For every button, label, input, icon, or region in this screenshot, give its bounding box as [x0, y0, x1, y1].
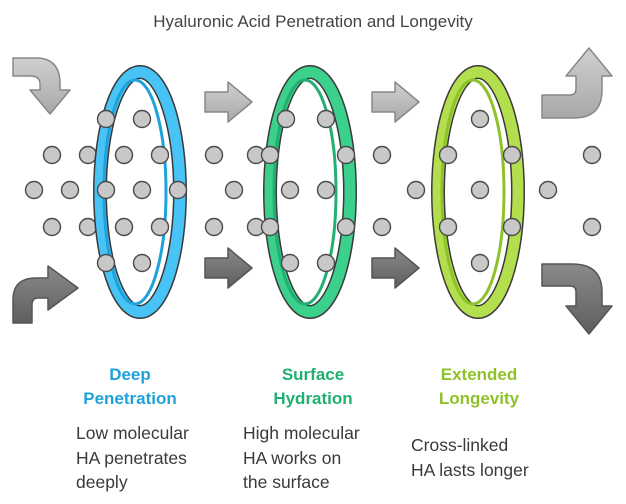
- molecule-dot-icon: [276, 109, 296, 129]
- molecule-dot-icon: [470, 180, 490, 200]
- curved-arrow-icon: [541, 263, 613, 335]
- molecule-dot-icon: [60, 180, 80, 200]
- molecule-dot-icon: [114, 145, 134, 165]
- stage-description-surface-hydration: High molecular HA works on the surface: [243, 423, 360, 492]
- molecule-dot-icon: [150, 145, 170, 165]
- molecule-dot-icon: [96, 109, 116, 129]
- molecule-dot-icon: [96, 253, 116, 273]
- ring-icon: [431, 65, 525, 319]
- molecule-dot-icon: [502, 217, 522, 237]
- molecule-dot-icon: [470, 109, 490, 129]
- stage-heading-surface-hydration: Surface Hydration: [273, 365, 353, 408]
- molecule-dot-icon: [204, 217, 224, 237]
- molecule-dot-icon: [406, 180, 426, 200]
- molecule-dot-icon: [316, 253, 336, 273]
- molecule-dot-icon: [336, 217, 356, 237]
- molecule-dot-icon: [132, 253, 152, 273]
- molecule-dot-icon: [168, 180, 188, 200]
- molecule-dot-icon: [280, 180, 300, 200]
- molecule-dot-icon: [438, 145, 458, 165]
- flow-arrow-icon: [204, 81, 253, 123]
- molecule-dot-icon: [538, 180, 558, 200]
- stage-description-extended-longevity: Cross-linked HA lasts longer: [411, 435, 529, 480]
- molecule-dot-icon: [114, 217, 134, 237]
- molecule-dot-icon: [150, 217, 170, 237]
- curved-arrow-icon: [541, 47, 613, 119]
- molecule-dot-icon: [470, 253, 490, 273]
- molecule-dot-icon: [582, 145, 602, 165]
- molecule-dot-icon: [372, 217, 392, 237]
- flow-arrow-icon: [204, 247, 253, 289]
- curved-arrow-icon: [12, 57, 71, 115]
- molecule-dot-icon: [372, 145, 392, 165]
- molecule-dot-icon: [336, 145, 356, 165]
- molecule-dot-icon: [280, 253, 300, 273]
- molecule-dot-icon: [438, 217, 458, 237]
- molecule-dot-icon: [42, 217, 62, 237]
- diagram-title: Hyaluronic Acid Penetration and Longevit…: [153, 12, 473, 31]
- molecule-dot-icon: [260, 145, 280, 165]
- molecule-dot-icon: [78, 217, 98, 237]
- molecule-dot-icon: [316, 109, 336, 129]
- molecule-dot-icon: [260, 217, 280, 237]
- molecule-dot-icon: [582, 217, 602, 237]
- molecule-dot-icon: [42, 145, 62, 165]
- flow-arrow-icon: [371, 247, 420, 289]
- molecule-dot-icon: [316, 180, 336, 200]
- flow-arrow-icon: [371, 81, 420, 123]
- stage-heading-extended-longevity: Extended Longevity: [438, 365, 520, 408]
- stage-description-deep-penetration: Low molecular HA penetrates deeply: [76, 423, 189, 492]
- molecule-dot-icon: [204, 145, 224, 165]
- molecule-dot-icon: [224, 180, 244, 200]
- molecule-dot-icon: [96, 180, 116, 200]
- molecule-dot-icon: [502, 145, 522, 165]
- curved-arrow-icon: [12, 265, 79, 324]
- molecule-dot-icon: [132, 180, 152, 200]
- ring-icon: [263, 65, 357, 319]
- molecule-dot-icon: [132, 109, 152, 129]
- molecule-dot-icon: [78, 145, 98, 165]
- stage-heading-deep-penetration: Deep Penetration: [83, 365, 177, 408]
- molecule-dot-icon: [24, 180, 44, 200]
